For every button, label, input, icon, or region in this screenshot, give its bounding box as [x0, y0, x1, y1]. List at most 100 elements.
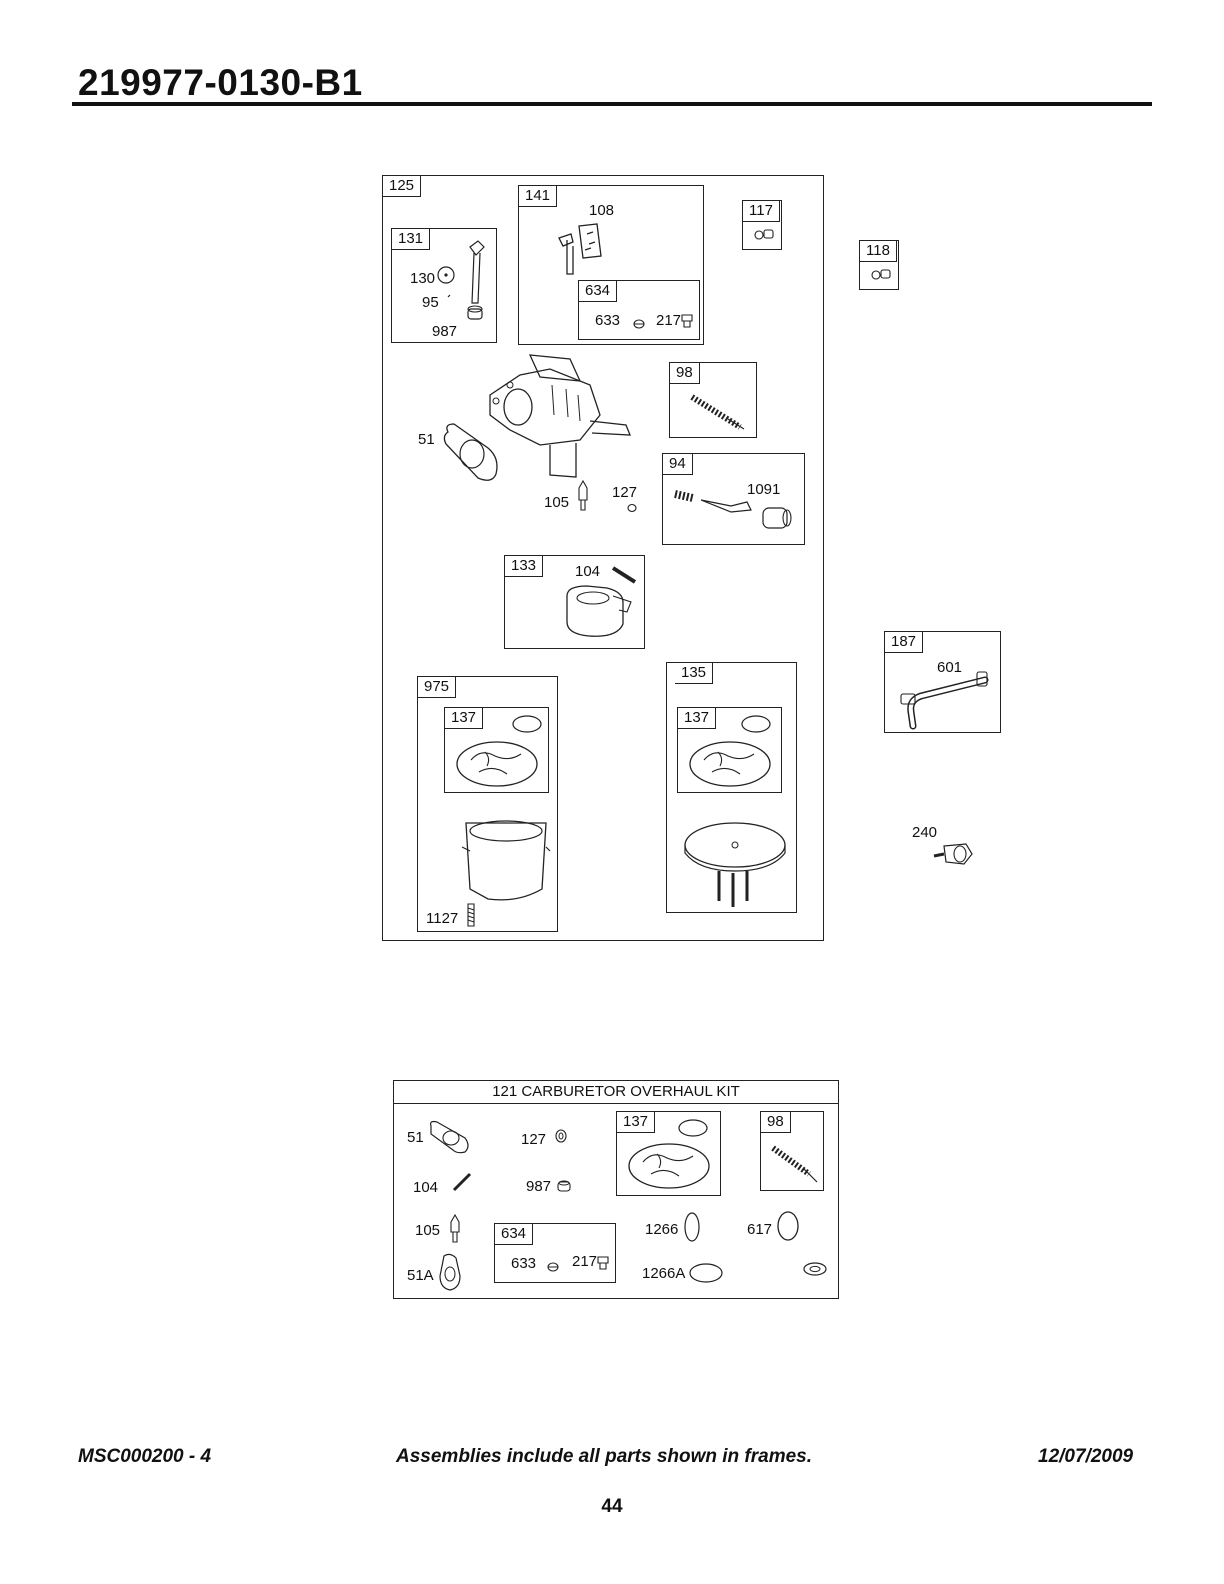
footer-note: Assemblies include all parts shown in fr…: [396, 1446, 813, 1467]
bolt-1127-icon: [466, 903, 476, 927]
frame-133: 133 104: [504, 555, 645, 649]
frame-94-tag: 94: [663, 454, 693, 475]
frame-117: 117: [742, 200, 782, 250]
kit-part-1266A-label: 1266A: [642, 1265, 686, 1282]
kit-oring-1266A-icon: [688, 1262, 724, 1284]
frame-125-tag: 125: [383, 176, 422, 197]
frame-131: 131 130 95 987: [391, 228, 497, 343]
part-51-label: 51: [418, 431, 435, 448]
part-1127-label: 1127: [426, 910, 459, 927]
carburetor-body-icon: [480, 345, 640, 485]
screw-217-icon: [681, 314, 693, 328]
frame-975-tag: 975: [418, 677, 457, 698]
kit-frame-98-tag: 98: [761, 1112, 791, 1133]
part-240-label: 240: [912, 824, 938, 841]
page-title: 219977-0130-B1: [78, 62, 363, 103]
screw-118-icon: [870, 267, 892, 281]
frame-634: 634 633 217: [578, 280, 700, 340]
frame-135: 135: [666, 662, 797, 913]
page-number: 44: [601, 1496, 623, 1517]
frame-98-tag: 98: [670, 363, 700, 384]
fuel-line-601-icon: [891, 670, 995, 730]
kit-frame-634: 634 633 217: [494, 1223, 616, 1283]
frame-131-tag: 131: [392, 229, 431, 250]
kit-part-51-label: 51: [407, 1129, 424, 1146]
float-bowl-975-icon: [458, 811, 554, 911]
kit-oring-1266-icon: [682, 1210, 702, 1244]
part-1091-label: 1091: [747, 481, 781, 498]
kit-gasket-137-icon: [621, 1116, 719, 1192]
kit-part-104-label: 104: [413, 1179, 439, 1196]
frame-187-tag: 187: [885, 632, 924, 653]
frame-118: 118: [859, 240, 899, 290]
choke-shaft-icon: [432, 235, 492, 325]
part-217-label: 217: [656, 312, 682, 329]
kit-washer-icon: [802, 1260, 828, 1278]
frame-141: 141 108: [518, 185, 704, 345]
part-633-label: 633: [595, 312, 621, 329]
fuel-pump-240-icon: [932, 840, 976, 868]
kit-frame-137-tag: 137: [617, 1112, 656, 1133]
kit-seal-987-icon: [556, 1178, 572, 1194]
float-133-icon: [557, 562, 643, 642]
kit-part-617-label: 617: [747, 1221, 773, 1238]
kit-frame-98: 98: [760, 1111, 824, 1191]
frame-125: 125: [382, 175, 824, 941]
kit-part-1266-label: 1266: [645, 1221, 679, 1238]
part-130-label: 130: [410, 270, 436, 287]
kit-screw-217-icon: [597, 1256, 609, 1270]
frame-137-right: 137: [677, 707, 782, 793]
frame-141-tag: 141: [519, 186, 558, 207]
part-95-label: 95: [422, 294, 439, 311]
nut-633-icon: [633, 319, 645, 329]
kit-part-127-label: 127: [521, 1131, 547, 1148]
ring-127-icon: [626, 502, 638, 514]
kit-part-987-label: 987: [526, 1178, 552, 1195]
part-104-label: 104: [575, 563, 601, 580]
frame-137-right-tag: 137: [678, 708, 717, 729]
kit-pin-104-icon: [452, 1172, 472, 1192]
kit-ring-127-icon: [553, 1128, 569, 1144]
part-105-label: 105: [544, 494, 570, 511]
bowl-plate-135-icon: [679, 815, 791, 911]
frame-137-left: 137: [444, 707, 549, 793]
frame-117-tag: 117: [743, 201, 780, 222]
screw-117-icon: [753, 227, 775, 241]
footer-doc-id: MSC000200 - 4: [78, 1446, 212, 1467]
part-127-label: 127: [612, 484, 638, 501]
frame-137-left-tag: 137: [445, 708, 484, 729]
footer-date: 12/07/2009: [1038, 1446, 1134, 1467]
gasket-137-right-icon: [682, 712, 780, 790]
frame-98: 98: [669, 362, 757, 438]
gasket-137-left-icon: [449, 712, 547, 790]
mixture-screw-94-icon: [671, 484, 801, 534]
kit-frame-634-tag: 634: [495, 1224, 534, 1245]
part-108-label: 108: [589, 202, 615, 219]
part-987-label: 987: [432, 323, 458, 340]
kit-oring-617-icon: [773, 1210, 803, 1242]
frame-94: 94 1091: [662, 453, 805, 545]
frame-133-tag: 133: [505, 556, 544, 577]
kit-idle-screw-98-icon: [769, 1142, 821, 1186]
kit-gasket-51A-icon: [436, 1252, 464, 1292]
kit-part-105-label: 105: [415, 1222, 441, 1239]
kit-gasket-51-icon: [425, 1118, 473, 1156]
kit-part-633-label: 633: [511, 1255, 537, 1272]
title-rule: [72, 102, 1152, 106]
frame-118-tag: 118: [860, 241, 897, 262]
gasket-51-icon: [438, 418, 508, 488]
kit-part-217-label: 217: [572, 1253, 598, 1270]
kit-nut-633-icon: [547, 1262, 559, 1272]
frame-135-tag: 135: [675, 663, 714, 684]
kit-needle-105-icon: [448, 1214, 462, 1244]
idle-screw-98-icon: [688, 391, 748, 433]
kit-part-51A-label: 51A: [407, 1267, 434, 1284]
frame-975: 975 1127: [417, 676, 558, 932]
kit-frame-137: 137: [616, 1111, 721, 1196]
needle-valve-105-icon: [576, 480, 590, 512]
throttle-lever-icon: [549, 216, 619, 286]
frame-634-tag: 634: [579, 281, 618, 302]
overhaul-kit-frame: 121 CARBURETOR OVERHAUL KIT: [393, 1080, 839, 1299]
frame-187: 187 601: [884, 631, 1001, 733]
overhaul-kit-title: 121 CARBURETOR OVERHAUL KIT: [394, 1081, 838, 1104]
